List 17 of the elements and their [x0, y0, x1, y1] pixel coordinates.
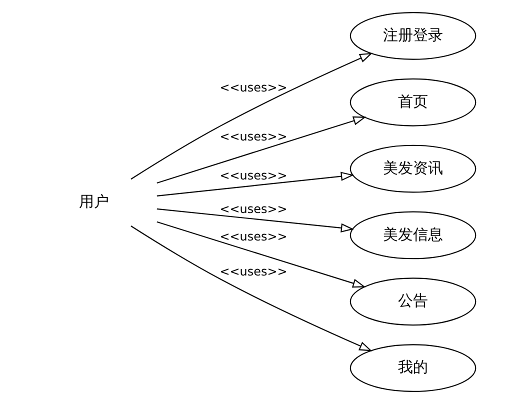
arrow — [130, 52, 373, 180]
arrow — [156, 221, 366, 288]
arrow — [130, 226, 372, 352]
edge-label: <<uses>> — [220, 129, 288, 144]
node-ellipse: 美发资讯 — [350, 144, 476, 193]
edge-label: <<uses>> — [220, 229, 288, 244]
arrow — [156, 172, 354, 196]
edge-label: <<uses>> — [220, 168, 288, 182]
arrow — [156, 208, 354, 232]
node-ellipse: 美发信息 — [350, 211, 476, 260]
edge-label: <<uses>> — [220, 264, 288, 278]
node-ellipse: 我的 — [350, 344, 476, 392]
arrow — [156, 116, 366, 184]
edge-label: <<uses>> — [220, 80, 288, 94]
node-text: 用户 — [78, 192, 109, 211]
edge-label: <<uses>> — [220, 202, 288, 216]
node-ellipse: 注册登录 — [350, 12, 476, 60]
